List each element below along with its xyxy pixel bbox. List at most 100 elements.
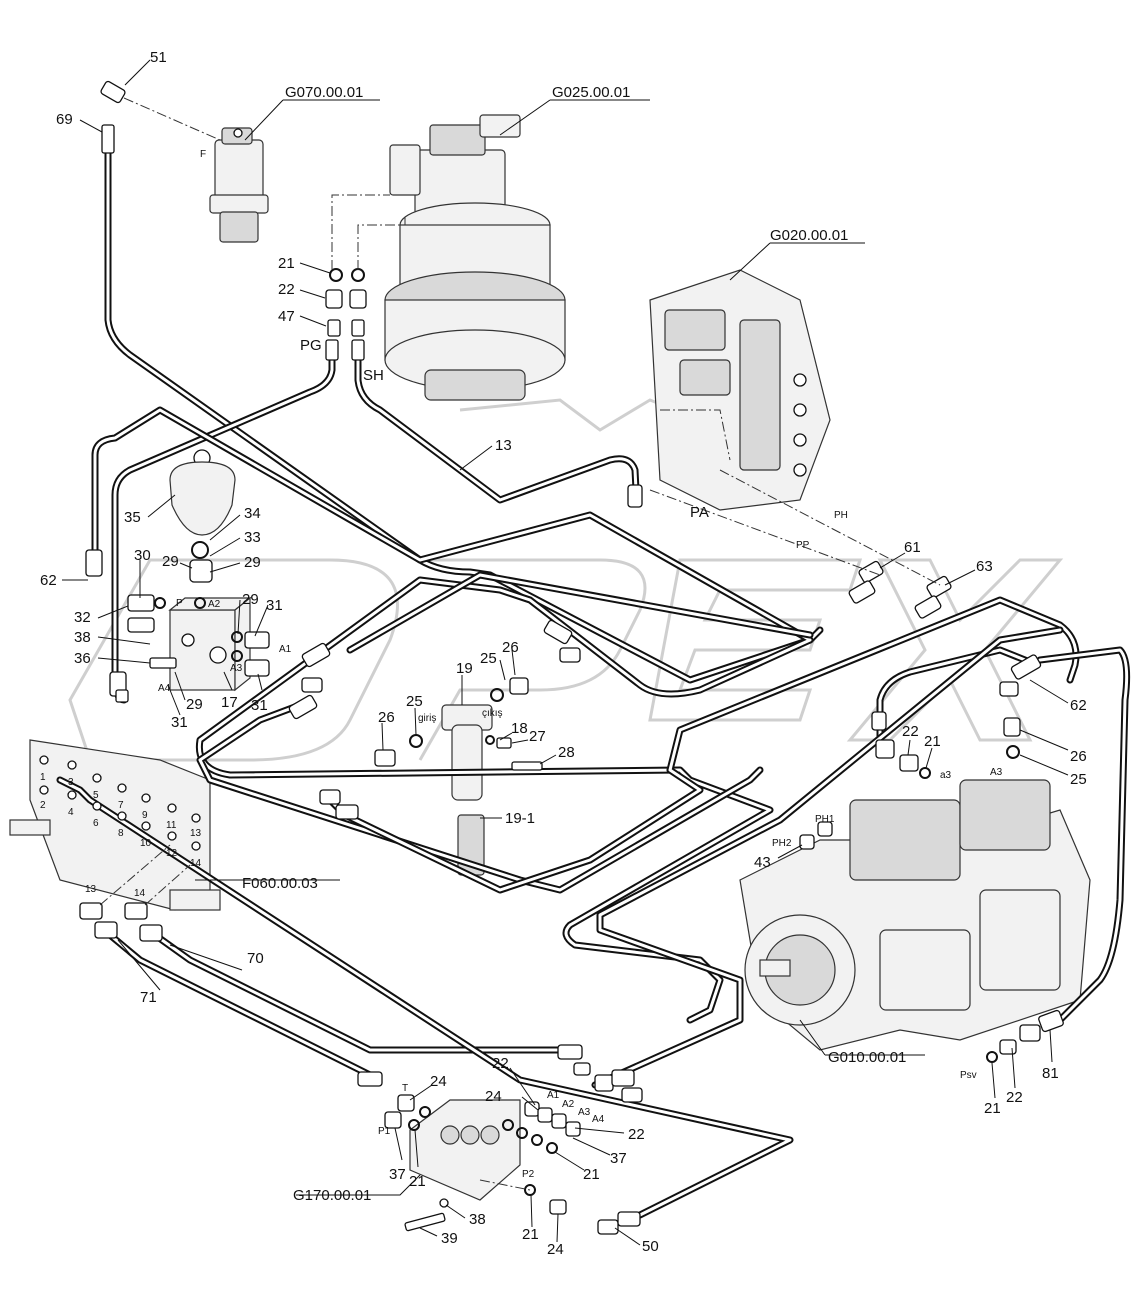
- port-labels: F PG SH PA PH PP P A2 A1 A3 A4 giriş çık…: [158, 149, 1003, 1180]
- part-63: 63: [976, 558, 993, 575]
- part-26: 26: [1070, 748, 1087, 765]
- part-17: 17: [221, 694, 238, 711]
- part-25: 25: [406, 693, 423, 710]
- ref-swing-motor: G025.00.01: [552, 84, 630, 101]
- bracket-numbers: 1 2 3 4 5 6 7 8 9 10 11 12 13 14 13 14: [39, 755, 202, 899]
- port-a3-pump: A3: [990, 767, 1003, 778]
- part-22: 22: [278, 281, 295, 298]
- part-29: 29: [242, 591, 259, 608]
- part-30: 30: [134, 547, 151, 564]
- part-35: 35: [124, 509, 141, 526]
- port-ph: PH: [834, 510, 848, 521]
- part-31: 31: [171, 714, 188, 731]
- part-38: 38: [469, 1211, 486, 1228]
- part-24: 24: [430, 1073, 447, 1090]
- bracket-hole-14: 14: [190, 858, 202, 869]
- port-a4-block: A4: [592, 1114, 605, 1125]
- part-50: 50: [642, 1238, 659, 1255]
- watermark: [68, 398, 1064, 762]
- part-37: 37: [610, 1150, 627, 1167]
- bracket-hole-3: 3: [68, 777, 74, 788]
- port-a2: A2: [208, 599, 221, 610]
- part-51: 51: [150, 49, 167, 66]
- part-21: 21: [522, 1226, 539, 1243]
- solenoid-block: [409, 1099, 521, 1201]
- part-22: 22: [628, 1126, 645, 1143]
- part-21: 21: [409, 1173, 426, 1190]
- part-29: 29: [186, 696, 203, 713]
- part-70: 70: [247, 950, 264, 967]
- bracket-hole-9: 9: [142, 810, 148, 821]
- part-13: 13: [495, 437, 512, 454]
- bracket-hole-4: 4: [68, 807, 74, 818]
- port-sh: SH: [363, 367, 384, 384]
- port-t: T: [402, 1083, 408, 1094]
- part-62: 62: [1070, 697, 1087, 714]
- main-pump: [739, 779, 1091, 1051]
- ref-control-valve: G020.00.01: [770, 227, 848, 244]
- leaders: [62, 59, 1069, 1246]
- port-pa: PA: [690, 504, 709, 521]
- bracket-hole-12: 12: [166, 848, 178, 859]
- part-21: 21: [984, 1100, 1001, 1117]
- dash-lines: [99, 97, 941, 1191]
- accumulator: [169, 449, 236, 536]
- part-69: 69: [56, 111, 73, 128]
- part-27: 27: [529, 728, 546, 745]
- port-a3: A3: [230, 663, 243, 674]
- part-32: 32: [74, 609, 91, 626]
- ref-solenoid-block: G170.00.01: [293, 1187, 371, 1204]
- part-38: 38: [74, 629, 91, 646]
- bracket-hole-1: 1: [40, 772, 46, 783]
- part-21: 21: [583, 1166, 600, 1183]
- part-33: 33: [244, 529, 261, 546]
- part-31: 31: [266, 597, 283, 614]
- bracket-hole-13: 13: [190, 828, 202, 839]
- bracket-hole-2: 2: [40, 800, 46, 811]
- port-a3-lower: a3: [940, 770, 952, 781]
- part-61: 61: [904, 539, 921, 556]
- bracket-hole-5: 5: [93, 790, 99, 801]
- port-a4: A4: [158, 683, 171, 694]
- hose-end-14: 14: [134, 888, 146, 899]
- part-numbers: 51 69 21 22 47 13 35 34 33 29 29 30 62 3…: [40, 49, 1087, 1258]
- port-f: F: [200, 149, 206, 160]
- part-21: 21: [924, 733, 941, 750]
- part-18: 18: [511, 720, 528, 737]
- swing-motor: [384, 114, 566, 401]
- part-29: 29: [244, 554, 261, 571]
- part-29: 29: [162, 553, 179, 570]
- port-a1-block: A1: [547, 1090, 560, 1101]
- ref-bracket: F060.00.03: [242, 875, 318, 892]
- port-giris: giriş: [418, 713, 436, 724]
- part-19: 19: [456, 660, 473, 677]
- part-24: 24: [485, 1088, 502, 1105]
- port-p1: P1: [378, 1126, 391, 1137]
- part-22: 22: [1006, 1089, 1023, 1106]
- control-valve: [649, 269, 831, 511]
- bracket-hole-10: 10: [140, 838, 152, 849]
- part-21: 21: [278, 255, 295, 272]
- part-31: 31: [251, 697, 268, 714]
- ref-swing-joint: G070.00.01: [285, 84, 363, 101]
- part-43: 43: [754, 854, 771, 871]
- port-a1: A1: [279, 644, 292, 655]
- part-28: 28: [558, 744, 575, 761]
- part-22: 22: [492, 1055, 509, 1072]
- port-cikis: çıkış: [482, 708, 503, 719]
- port-psv: Psv: [960, 1070, 977, 1081]
- part-25: 25: [480, 650, 497, 667]
- part-37: 37: [389, 1166, 406, 1183]
- hose-end-13: 13: [85, 884, 97, 895]
- port-p2: P2: [522, 1169, 535, 1180]
- part-36: 36: [74, 650, 91, 667]
- reference-labels: G070.00.01 G025.00.01 G020.00.01 F060.00…: [242, 84, 906, 1204]
- part-24: 24: [547, 1241, 564, 1258]
- part-71: 71: [140, 989, 157, 1006]
- part-39: 39: [441, 1230, 458, 1247]
- port-ph2: PH2: [772, 838, 792, 849]
- port-pg: PG: [300, 337, 322, 354]
- port-a2-block: A2: [562, 1099, 575, 1110]
